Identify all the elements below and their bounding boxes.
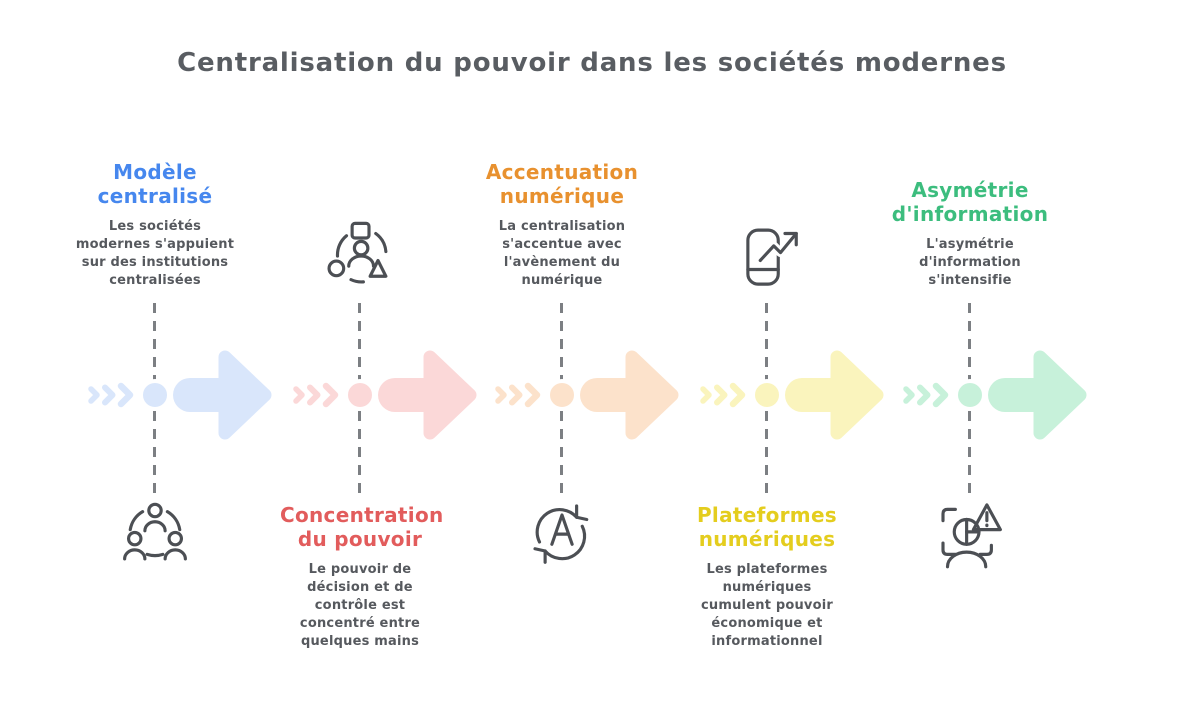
arrow-icon (378, 350, 477, 440)
stage-block-3: Accentuation numérique La centralisation… (457, 160, 667, 290)
chevron-trail-icon (293, 382, 339, 408)
person-resources-icon (327, 221, 388, 284)
page-title: Centralisation du pouvoir dans les socié… (177, 48, 1007, 78)
mobile-growth-icon (746, 228, 801, 286)
stage-description: L'asymétrie d'information s'intensifie (919, 237, 1021, 289)
timeline-dot (139, 379, 171, 411)
stage-block-4: Plateformes numériques Les plateformes n… (662, 503, 872, 651)
timeline-dot (546, 379, 578, 411)
stage-description: La centralisation s'accentue avec l'avèn… (498, 219, 626, 289)
arrow-icon (988, 350, 1087, 440)
people-network-icon (123, 502, 187, 561)
arrow-icon (785, 350, 884, 440)
timeline-dot (954, 379, 986, 411)
face-scan-warning-icon (941, 503, 1002, 569)
stage-block-5: Asymétrie d'information L'asymétrie d'in… (865, 178, 1075, 290)
arrow-icon (173, 350, 272, 440)
stage-description: Les sociétés modernes s'appuient sur des… (75, 219, 235, 289)
chevron-trail-icon (88, 382, 134, 408)
stage-title: Accentuation numérique (485, 160, 639, 209)
stage-block-1: Modèle centralisé Les sociétés modernes … (50, 160, 260, 290)
timeline-dot (344, 379, 376, 411)
arrow-icon (580, 350, 679, 440)
stage-description: Les plateformes numériques cumulent pouv… (701, 562, 833, 649)
stage-title: Asymétrie d'information (891, 178, 1049, 227)
auto-sync-icon (533, 504, 589, 564)
chevron-trail-icon (495, 382, 541, 408)
stage-title: Concentration du pouvoir (280, 503, 444, 551)
stage-block-2: Concentration du pouvoir Le pouvoir de d… (255, 503, 465, 651)
timeline-dot (751, 379, 783, 411)
chevron-trail-icon (903, 382, 949, 408)
stage-title: Plateformes numériques (696, 503, 838, 551)
chevron-trail-icon (700, 382, 746, 408)
stage-title: Modèle centralisé (97, 160, 213, 209)
stage-description: Le pouvoir de décision et de contrôle es… (299, 562, 421, 649)
